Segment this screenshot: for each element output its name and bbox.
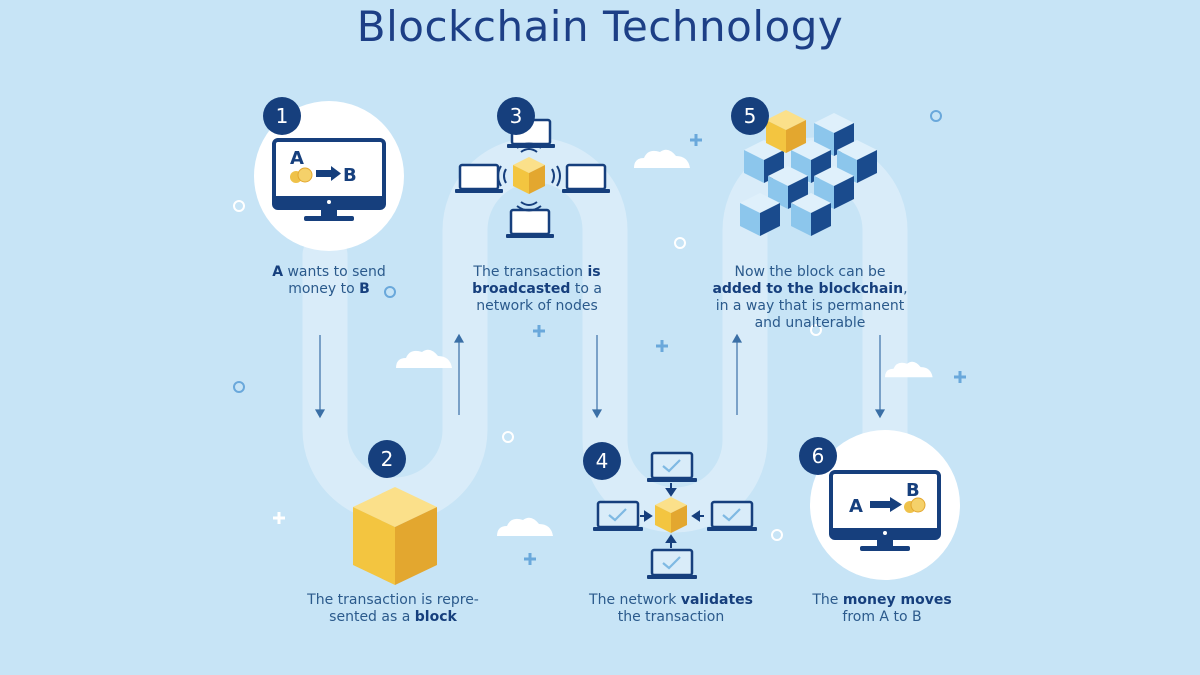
step-4-badge: 4 (583, 442, 621, 480)
screen-a-to: B (343, 165, 357, 186)
step-2-badge: 2 (368, 440, 406, 478)
screen-a-from: A (290, 148, 304, 169)
page-title: Blockchain Technology (356, 2, 844, 51)
step-3-badge: 3 (497, 97, 535, 135)
step-1-badge: 1 (263, 97, 301, 135)
screen-b-to: B (906, 480, 920, 501)
screen-b-from: A (849, 496, 863, 517)
step-5-badge: 5 (731, 97, 769, 135)
step-6-badge: 6 (799, 437, 837, 475)
step-2-caption: The transaction is repre-sented as a blo… (307, 592, 479, 625)
